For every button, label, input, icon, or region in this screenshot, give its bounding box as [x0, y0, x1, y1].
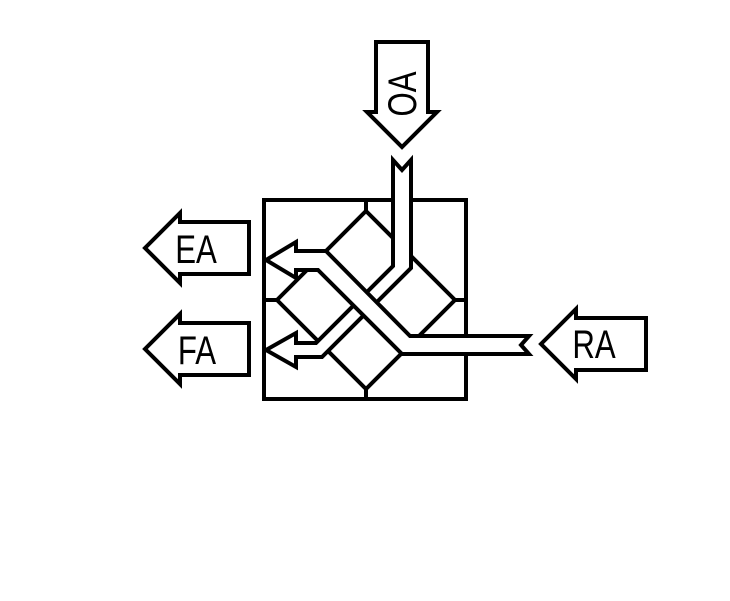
return-air-label: RA [572, 322, 615, 367]
outdoor-air-arrow: OA [362, 40, 442, 150]
fresh-air-label: FA [178, 328, 216, 373]
fresh-air-arrow: FA [142, 309, 251, 389]
outdoor-to-fresh-flow [261, 154, 413, 371]
outdoor-air-arrow-shape [362, 40, 442, 150]
exhaust-air-arrow: EA [142, 208, 251, 288]
exhaust-air-label: EA [175, 227, 217, 272]
return-air-arrow-shape [538, 304, 648, 384]
outdoor-air-label: OA [380, 71, 425, 116]
outdoor-to-fresh-channel [261, 154, 413, 371]
return-to-exhaust-channel [262, 238, 534, 356]
exhaust-air-arrow-shape [142, 208, 251, 288]
fresh-air-arrow-shape [142, 309, 251, 389]
return-air-arrow: RA [538, 304, 648, 384]
return-to-exhaust-flow [262, 238, 534, 356]
